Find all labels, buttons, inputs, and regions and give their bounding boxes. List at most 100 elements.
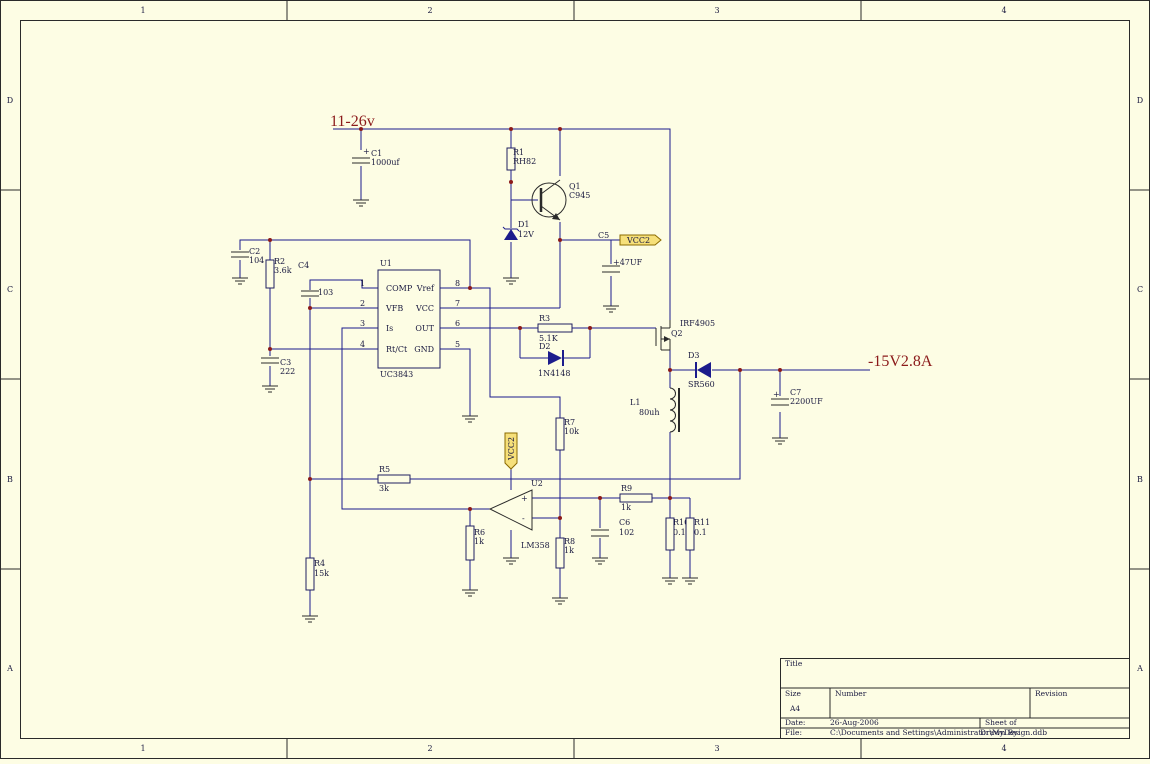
resistor-r1[interactable]: R1 RH82 bbox=[506, 147, 536, 171]
diode-d2[interactable]: D2 1N4148 bbox=[538, 342, 570, 378]
r7-ref: R7 bbox=[564, 418, 575, 427]
resistor-r6[interactable]: R6 1k bbox=[465, 525, 485, 561]
u1-pin-vcc: VCC bbox=[415, 304, 434, 313]
c6-value: 102 bbox=[619, 528, 634, 537]
resistor-r3[interactable]: R3 5.1K bbox=[537, 314, 573, 343]
r9-value: 1k bbox=[621, 503, 631, 512]
net-label-output: -15V2.8A bbox=[868, 353, 933, 370]
row-label-d-right: D bbox=[1137, 96, 1143, 105]
c3-ref: C3 bbox=[280, 358, 291, 367]
capacitor-c2[interactable]: C2 104 bbox=[231, 247, 264, 265]
capacitor-c5[interactable]: C5 +47UF bbox=[598, 231, 643, 273]
u1-value: UC3843 bbox=[380, 370, 413, 379]
u1-pinnum-6: 6 bbox=[455, 319, 460, 328]
tb-drawn-label: Drawn By: bbox=[980, 728, 1020, 737]
row-label-a-left: A bbox=[6, 664, 13, 673]
capacitor-c1[interactable]: + C1 1000uf bbox=[352, 147, 401, 167]
svg-text:+: + bbox=[773, 390, 780, 399]
diode-d3[interactable]: D3 SR560 bbox=[688, 351, 715, 389]
r10-value: 0.1 bbox=[673, 528, 686, 537]
q1-ref: Q1 bbox=[569, 182, 581, 191]
u1-pin-vref: Vref bbox=[416, 284, 435, 293]
vcc2-port-up: VCC2 bbox=[504, 432, 518, 470]
d1-value: 12V bbox=[518, 230, 534, 239]
c5-ref: C5 bbox=[598, 231, 609, 240]
r1-ref: R1 bbox=[513, 148, 524, 157]
u1-pinnum-3: 3 bbox=[360, 319, 365, 328]
u1-ref: U1 bbox=[380, 259, 392, 268]
c2-value: 104 bbox=[249, 256, 264, 265]
tb-number-label: Number bbox=[835, 689, 867, 698]
row-label-a-right: A bbox=[1136, 664, 1143, 673]
c1-ref: C1 bbox=[371, 149, 382, 158]
resistor-r8[interactable]: R8 1k bbox=[555, 537, 575, 569]
u1-pinnum-8: 8 bbox=[455, 279, 460, 288]
transistor-q1[interactable]: Q1 C945 bbox=[531, 179, 590, 221]
q1-value: C945 bbox=[569, 191, 590, 200]
vcc2-label-right: VCC2 bbox=[626, 236, 650, 245]
tb-size-value: A4 bbox=[789, 704, 800, 713]
resistor-r10[interactable]: R10 0.1 bbox=[665, 517, 689, 551]
tb-file-label: File: bbox=[785, 728, 802, 737]
u2-value: LM358 bbox=[521, 541, 550, 550]
resistor-r11[interactable]: R11 0.1 bbox=[685, 517, 710, 551]
u2-plus: + bbox=[521, 494, 528, 503]
r8-value: 1k bbox=[564, 546, 574, 555]
tb-date-label: Date: bbox=[785, 718, 805, 727]
tb-title-label: Title bbox=[785, 659, 803, 668]
c1-value: 1000uf bbox=[371, 158, 401, 167]
u1-pinnum-1: 1 bbox=[360, 279, 365, 288]
r11-value: 0.1 bbox=[694, 528, 707, 537]
mosfet-q2[interactable]: IRF4905 Q2 bbox=[655, 319, 715, 351]
col-label-4-bottom: 4 bbox=[1001, 744, 1006, 753]
row-label-c-right: C bbox=[1137, 285, 1143, 294]
capacitor-c7[interactable]: + C7 2200UF bbox=[771, 388, 823, 406]
u1-pinnum-5: 5 bbox=[455, 340, 460, 349]
tb-sheet-label: Sheet of bbox=[985, 718, 1018, 727]
resistor-r7[interactable]: R7 10k bbox=[555, 417, 579, 451]
title-block: Title Size A4 Number Revision Date: 26-A… bbox=[780, 658, 1130, 739]
tb-date-value: 26-Aug-2006 bbox=[830, 718, 879, 727]
row-label-c-left: C bbox=[7, 285, 13, 294]
u1-pin-gnd: GND bbox=[414, 345, 434, 354]
d2-ref: D2 bbox=[539, 342, 551, 351]
col-label-3-top: 3 bbox=[714, 6, 719, 15]
r6-ref: R6 bbox=[474, 528, 485, 537]
vcc2-port-right: VCC2 bbox=[619, 234, 662, 246]
l1-ref: L1 bbox=[630, 398, 640, 407]
capacitor-c3[interactable]: C3 222 bbox=[261, 357, 295, 376]
c6-ref: C6 bbox=[619, 518, 630, 527]
ground-symbols bbox=[232, 199, 788, 623]
u1-pinnum-4: 4 bbox=[360, 340, 365, 349]
vcc2-label-up: VCC2 bbox=[507, 437, 516, 461]
d3-value: SR560 bbox=[688, 380, 715, 389]
resistor-r4[interactable]: R4 15k bbox=[305, 557, 329, 591]
d2-value: 1N4148 bbox=[538, 369, 570, 378]
r2-ref: R2 bbox=[274, 257, 285, 266]
d1-ref: D1 bbox=[518, 220, 530, 229]
col-label-1-bottom: 1 bbox=[140, 744, 145, 753]
r4-value: 15k bbox=[314, 569, 329, 578]
wires bbox=[239, 128, 870, 616]
u2-minus: - bbox=[522, 514, 525, 523]
svg-text:+: + bbox=[363, 147, 370, 156]
capacitor-c4[interactable]: C4 103 bbox=[298, 261, 333, 297]
c3-value: 222 bbox=[280, 367, 295, 376]
resistor-r2[interactable]: R2 3.6k bbox=[265, 257, 292, 289]
u2-ref: U2 bbox=[531, 479, 543, 488]
zener-diode-d1[interactable]: D1 12V bbox=[502, 220, 534, 240]
r6-value: 1k bbox=[474, 537, 484, 546]
r4-ref: R4 bbox=[314, 559, 325, 568]
capacitor-c6[interactable]: C6 102 bbox=[591, 518, 634, 537]
r1-value: RH82 bbox=[513, 157, 536, 166]
ic-u1[interactable]: U1 UC3843 COMP VFB Is Rt/Ct Vref VCC OUT… bbox=[360, 259, 460, 379]
opamp-u2[interactable]: + - U2 LM358 bbox=[488, 479, 550, 550]
u1-pin-rtct: Rt/Ct bbox=[386, 345, 408, 354]
inductor-l1[interactable]: L1 80uh bbox=[630, 387, 680, 433]
net-label-input: 11-26v bbox=[330, 113, 375, 130]
resistor-r9[interactable]: R9 1k bbox=[619, 484, 653, 512]
row-label-d-left: D bbox=[7, 96, 13, 105]
resistor-r5[interactable]: R5 3k bbox=[377, 465, 411, 493]
